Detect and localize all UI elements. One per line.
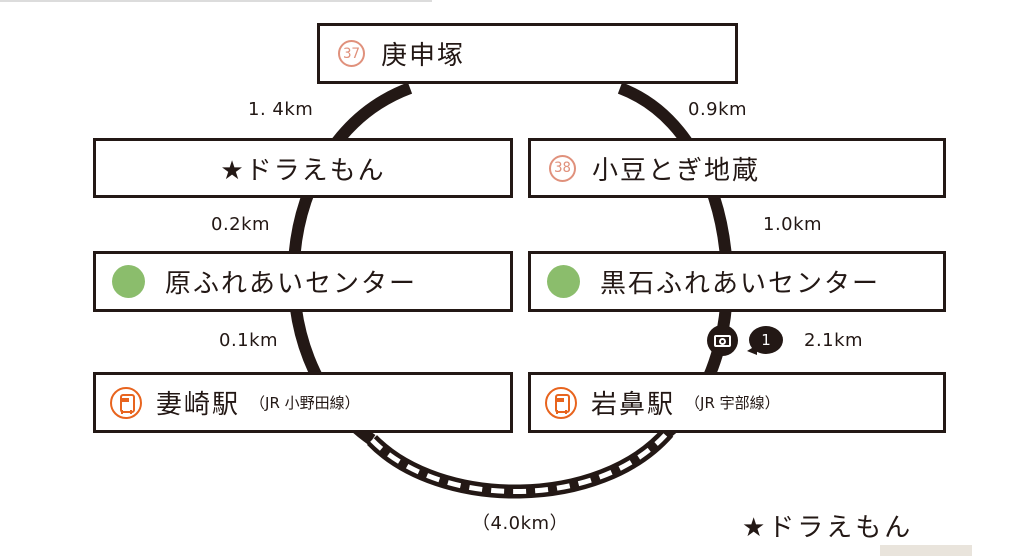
railway-track (366, 427, 674, 499)
green-dot-icon (547, 265, 580, 298)
distance-koshinzuka-azuki: 0.9km (688, 99, 748, 120)
top-divider (0, 0, 432, 2)
photo-count-bubble: 1 (749, 326, 783, 354)
station-kuroishi-fureai-center: 黒石ふれあいセンター (528, 251, 946, 312)
station-label: 小豆とぎ地蔵 (592, 155, 761, 186)
distance-koshinzuka-doraemon: 1. 4km (248, 99, 314, 120)
station-hara-fureai-center: 原ふれあいセンター (93, 251, 513, 312)
photo-spot-badge: 1 (707, 325, 787, 357)
station-label: 黒石ふれあいセンター (600, 269, 881, 299)
station-label: ★ドラえもん (220, 155, 386, 186)
station-doraemon: ★ドラえもん (93, 138, 513, 198)
train-icon (110, 386, 142, 419)
train-icon (545, 386, 577, 419)
station-iwahana: 岩鼻駅 （JR 宇部線） (528, 372, 946, 433)
photo-thumbnail (880, 545, 972, 556)
station-label: 庚申塚 (381, 41, 466, 71)
station-koshinzuka: 37 庚申塚 (317, 23, 738, 84)
station-azuki-togi-jizo: 38 小豆とぎ地蔵 (528, 138, 946, 198)
distance-kuroishi-iwahana: 2.1km (804, 330, 864, 351)
distance-hara-tsumasaki: 0.1km (219, 330, 279, 351)
distance-doraemon-hara: 0.2km (211, 214, 271, 235)
station-label: 原ふれあいセンター (165, 269, 418, 299)
station-tsumasaki: 妻崎駅 （JR 小野田線） (93, 372, 513, 433)
line-note: （JR 小野田線） (250, 394, 360, 412)
station-label: 岩鼻駅 (591, 390, 676, 420)
station-label: 妻崎駅 (156, 390, 241, 420)
distance-railway: （4.0km） (472, 513, 569, 534)
line-note: （JR 宇部線） (685, 394, 780, 412)
railway-track-dashes (370, 430, 670, 494)
green-dot-icon (112, 265, 145, 298)
number-badge-38: 38 (549, 154, 576, 182)
distance-azuki-kuroishi: 1.0km (763, 214, 823, 235)
camera-icon (707, 325, 738, 356)
section-heading: ★ドラえもん (742, 513, 914, 543)
number-badge-37: 37 (338, 40, 365, 67)
